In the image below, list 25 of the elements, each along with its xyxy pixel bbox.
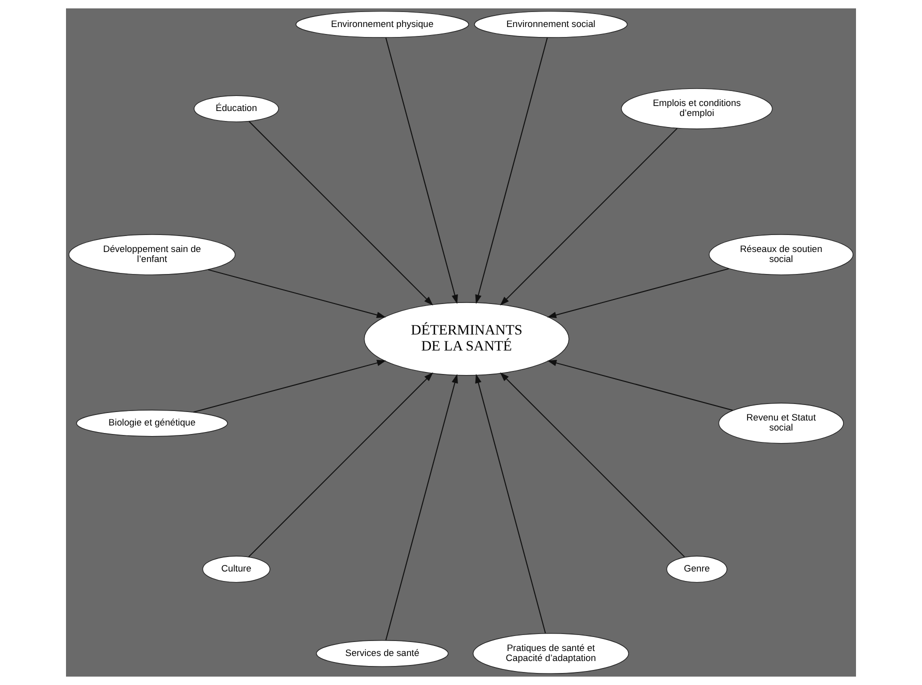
node-ellipse: Développement sain de l’enfant <box>68 234 236 276</box>
arrow <box>248 121 434 306</box>
node-ellipse: Genre <box>666 556 728 583</box>
arrow <box>475 374 546 634</box>
node-ellipse: Revenu et Statut social <box>718 402 844 444</box>
node-ellipse: Biologie et génétique <box>76 410 228 437</box>
arrow <box>500 128 678 306</box>
arrow <box>193 360 386 413</box>
arrow <box>248 372 434 558</box>
node-ellipse: Environnement social <box>474 10 628 38</box>
arrow <box>208 269 386 318</box>
node-ellipse: Culture <box>202 556 270 583</box>
node-ellipse: Emplois et conditions d’emploi <box>621 88 773 130</box>
node-ellipse: Environnement physique <box>296 10 470 38</box>
arrow <box>385 374 458 640</box>
arrow <box>475 38 548 304</box>
node-ellipse: DÉTERMINANTS DE LA SANTÉ <box>364 302 570 376</box>
arrow <box>385 38 458 304</box>
node-ellipse: Services de santé <box>316 640 449 667</box>
arrow <box>500 372 685 558</box>
arrow <box>547 268 729 318</box>
node-ellipse: Éducation <box>194 95 279 122</box>
node-ellipse: Réseaux de soutien social <box>708 234 854 276</box>
node-ellipse: Pratiques de santé et Capacité d’adaptation <box>472 633 629 674</box>
arrow <box>547 360 733 411</box>
